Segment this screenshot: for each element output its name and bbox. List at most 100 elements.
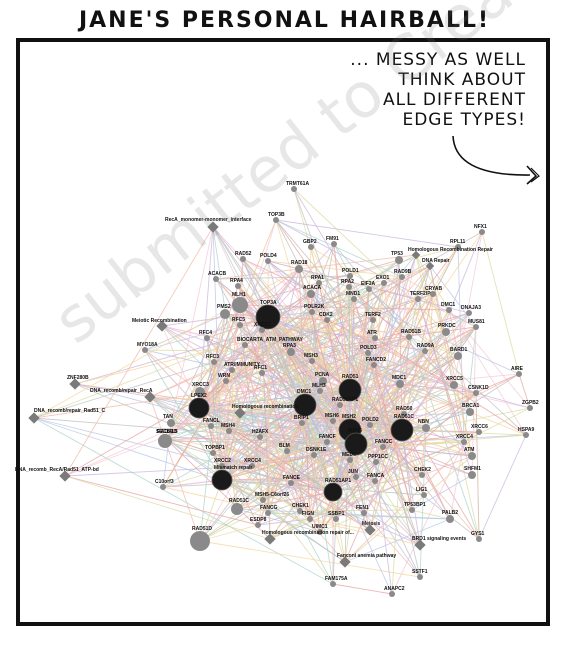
network-node (468, 452, 476, 460)
network-node (231, 503, 243, 515)
node-label: XRCC4 (456, 434, 473, 440)
node-label: BLM (279, 443, 290, 449)
network-node (372, 335, 378, 341)
network-node (156, 320, 168, 332)
network-edge (33, 417, 334, 585)
network-edge (471, 326, 477, 476)
network-edge (149, 396, 201, 542)
node-label: BARD1 (450, 347, 467, 353)
network-node (284, 448, 290, 454)
network-edge (408, 336, 480, 540)
network-node (476, 429, 482, 435)
node-label: DMC1 (297, 389, 311, 395)
network-edge (355, 288, 370, 445)
network-edge (429, 265, 477, 328)
network-edge (309, 518, 371, 531)
network-node (208, 423, 214, 429)
network-node (425, 261, 435, 271)
network-edge (267, 316, 324, 382)
network-node (468, 471, 476, 479)
network-node (311, 452, 317, 458)
node-label: NFX1 (474, 224, 487, 230)
node-label: MSH4 (221, 423, 235, 429)
network-edge (162, 429, 351, 488)
network-node (411, 250, 421, 260)
node-label: TERF2 (365, 312, 381, 318)
note-line-1: ... MESSY AS WELL (350, 50, 526, 70)
network-node (346, 284, 352, 290)
node-label: RFC4 (199, 330, 212, 336)
network-edge (199, 524, 259, 542)
network-node (347, 273, 353, 279)
node-label: PCNA (315, 372, 330, 378)
network-node (396, 380, 404, 388)
network-edge (236, 508, 321, 533)
network-edge (170, 226, 214, 424)
network-node (167, 419, 175, 427)
network-edge (290, 482, 321, 533)
network-edge (236, 389, 351, 510)
node-label: RPA3 (283, 343, 296, 349)
network-edge (382, 446, 473, 476)
node-label: MSH3 (304, 353, 318, 359)
network-edge (221, 476, 357, 481)
network-edge (411, 474, 473, 511)
annotation-arrow (452, 135, 531, 176)
network-edge (212, 452, 311, 520)
network-node (417, 574, 423, 580)
network-node (295, 265, 303, 273)
network-edge (448, 309, 527, 436)
network-edge (355, 443, 423, 476)
network-edge (244, 344, 306, 406)
network-node (381, 280, 387, 286)
network-edge (332, 326, 477, 493)
node-label: RAD51B (401, 329, 421, 335)
network-node (324, 439, 330, 445)
node-label: RAD51 (342, 374, 359, 380)
node-label: ZGPB2 (522, 400, 539, 406)
network-node (234, 407, 246, 419)
network-edge (344, 518, 451, 563)
network-node (211, 359, 217, 365)
network-edge (374, 259, 400, 482)
network-edge (372, 276, 403, 321)
node-layer (28, 186, 533, 597)
network-node (299, 420, 305, 426)
network-edge (355, 265, 431, 445)
network-node (226, 428, 232, 434)
node-label: FANCC (375, 439, 393, 445)
network-node (344, 432, 368, 456)
network-edge (170, 422, 351, 431)
annotation-arrowhead (526, 165, 538, 185)
node-label: SSTF1 (412, 569, 428, 575)
network-edge (251, 282, 320, 467)
node-label: DNAJA3 (461, 305, 481, 311)
network-edge (144, 349, 233, 371)
network-node (255, 304, 281, 330)
network-node (476, 536, 482, 542)
network-edge (401, 429, 527, 436)
node-label: BRD1 signaling events (412, 536, 466, 542)
network-edge (212, 361, 215, 454)
network-edge (170, 313, 226, 424)
node-label: FANCL (203, 418, 220, 424)
network-node (455, 244, 461, 250)
network-node (316, 280, 322, 286)
network-node (319, 377, 327, 385)
node-label: ACACB (208, 271, 226, 277)
network-edge (401, 326, 477, 431)
network-node (195, 387, 205, 397)
node-label: GYS1 (471, 531, 485, 537)
network-node (461, 439, 467, 445)
network-node (235, 283, 241, 289)
node-label: FEN1 (356, 505, 369, 511)
network-node (331, 241, 337, 247)
node-label: XRCC4 (244, 458, 261, 464)
node-label: FANCD2 (366, 357, 386, 363)
node-label: CHEK1 (292, 503, 309, 509)
node-label: GBP2 (303, 239, 317, 245)
network-node (324, 317, 330, 323)
node-label: Homologous Recombination Repair (408, 247, 493, 253)
network-edge (239, 324, 264, 501)
node-label: FAM175A (325, 576, 348, 582)
